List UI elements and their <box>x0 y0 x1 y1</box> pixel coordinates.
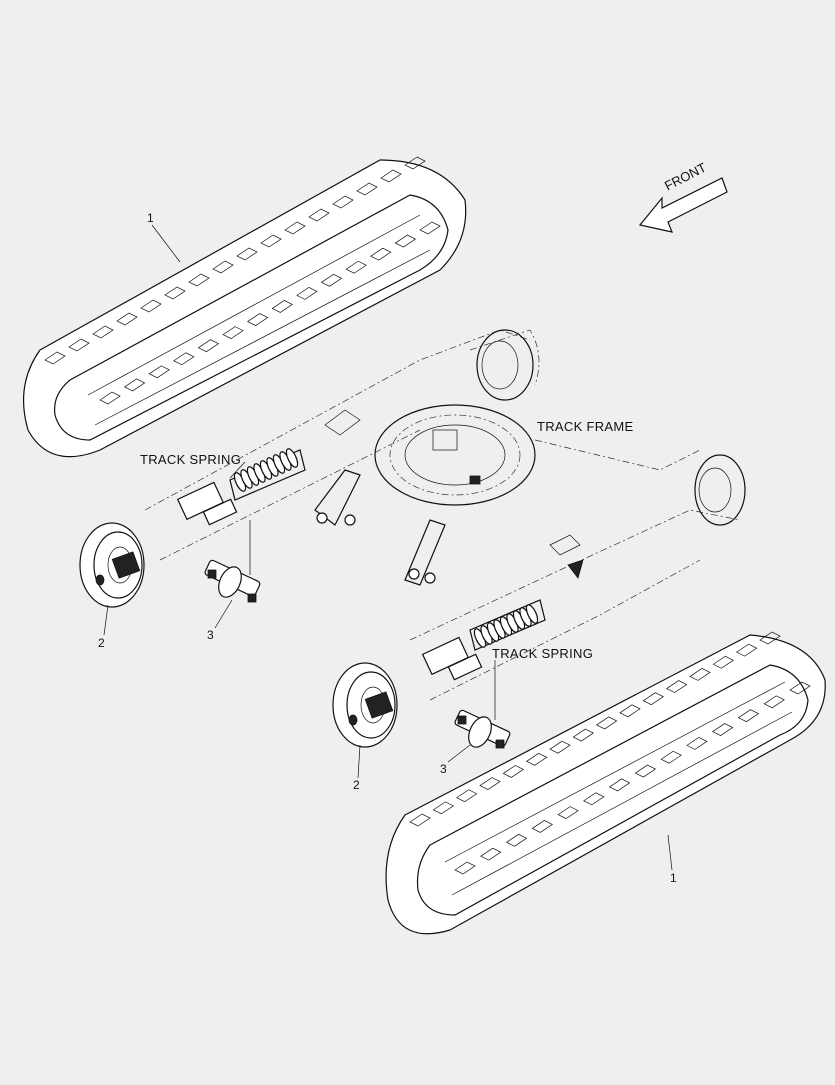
track-lug <box>116 312 138 326</box>
track-spring-lower-label: TRACK SPRING <box>492 646 594 661</box>
track-spring-upper-label: TRACK SPRING <box>140 452 242 467</box>
callout-track-upper: 1 <box>147 211 154 225</box>
rubber-track-lower <box>385 631 826 935</box>
track-lug <box>404 156 426 170</box>
track-lug <box>572 728 595 742</box>
track-lug <box>332 195 354 209</box>
track-guide <box>370 247 392 261</box>
track-guide <box>531 820 554 833</box>
track-guide <box>763 695 785 709</box>
callout-track-lower: 1 <box>670 871 677 885</box>
track-guide <box>789 681 811 695</box>
track-guide <box>711 723 734 736</box>
track-guide <box>480 847 502 861</box>
track-guide <box>320 273 343 287</box>
track-lug <box>308 208 330 222</box>
track-lug <box>502 765 525 778</box>
track-lug <box>380 169 402 183</box>
track-guide <box>505 833 528 847</box>
track-roller-lower <box>454 709 511 749</box>
track-lug <box>140 299 162 313</box>
track-guide <box>345 260 367 274</box>
track-guide <box>557 806 579 820</box>
track-lug <box>619 704 641 718</box>
track-lug <box>44 351 66 365</box>
front-idler-lower <box>332 662 398 748</box>
track-lug <box>409 813 431 827</box>
track-guide <box>454 861 476 875</box>
front-idler-upper <box>79 522 145 608</box>
front-arrow-icon <box>638 177 728 233</box>
track-lug <box>68 338 90 352</box>
track-lug <box>759 631 781 645</box>
track-guide <box>99 391 121 405</box>
track-guide <box>173 352 195 366</box>
track-lug <box>479 777 501 791</box>
track-guide <box>271 300 294 313</box>
track-lug <box>735 643 758 657</box>
track-guide <box>197 339 220 353</box>
track-guide <box>660 750 682 764</box>
callout-roller-lower: 3 <box>440 762 447 776</box>
callout-idler-upper: 2 <box>98 636 105 650</box>
track-lug <box>549 740 571 754</box>
track-lug <box>356 182 378 196</box>
track-roller-upper <box>204 559 261 603</box>
track-lug <box>455 789 478 803</box>
track-guide <box>686 736 708 750</box>
leader-lines <box>103 224 673 871</box>
track-guide <box>222 326 244 340</box>
track-lug <box>260 234 282 248</box>
track-lug <box>212 260 234 274</box>
rubber-track-upper <box>23 156 467 458</box>
track-spring-lower-drawing <box>421 599 546 681</box>
track-guide <box>123 378 146 392</box>
track-lug <box>92 325 114 339</box>
track-lug <box>665 680 688 693</box>
track-lug <box>689 667 711 681</box>
callout-roller-upper: 3 <box>207 628 214 642</box>
track-lug <box>642 692 665 706</box>
track-lug <box>164 286 186 300</box>
track-lug <box>284 221 306 235</box>
track-guide <box>583 792 605 806</box>
track-guide <box>419 221 441 235</box>
track-guide <box>737 709 760 723</box>
callout-idler-lower: 2 <box>353 778 360 792</box>
track-lug <box>525 752 548 766</box>
track-guide <box>246 313 269 326</box>
track-lug <box>712 655 735 669</box>
track-guide <box>394 234 417 248</box>
spring-coil <box>285 448 299 468</box>
spring-coil <box>525 604 539 624</box>
track-lug <box>595 716 618 730</box>
track-lug <box>432 801 455 815</box>
track-lug <box>188 273 210 287</box>
track-guide <box>608 778 631 792</box>
track-guide <box>148 365 170 379</box>
track-lug <box>236 247 258 261</box>
track-frame-label: TRACK FRAME <box>537 419 634 434</box>
track-spring-upper-drawing <box>176 448 306 526</box>
track-guide <box>296 286 318 300</box>
track-frame-drawing <box>144 329 746 701</box>
track-guide <box>634 764 657 778</box>
